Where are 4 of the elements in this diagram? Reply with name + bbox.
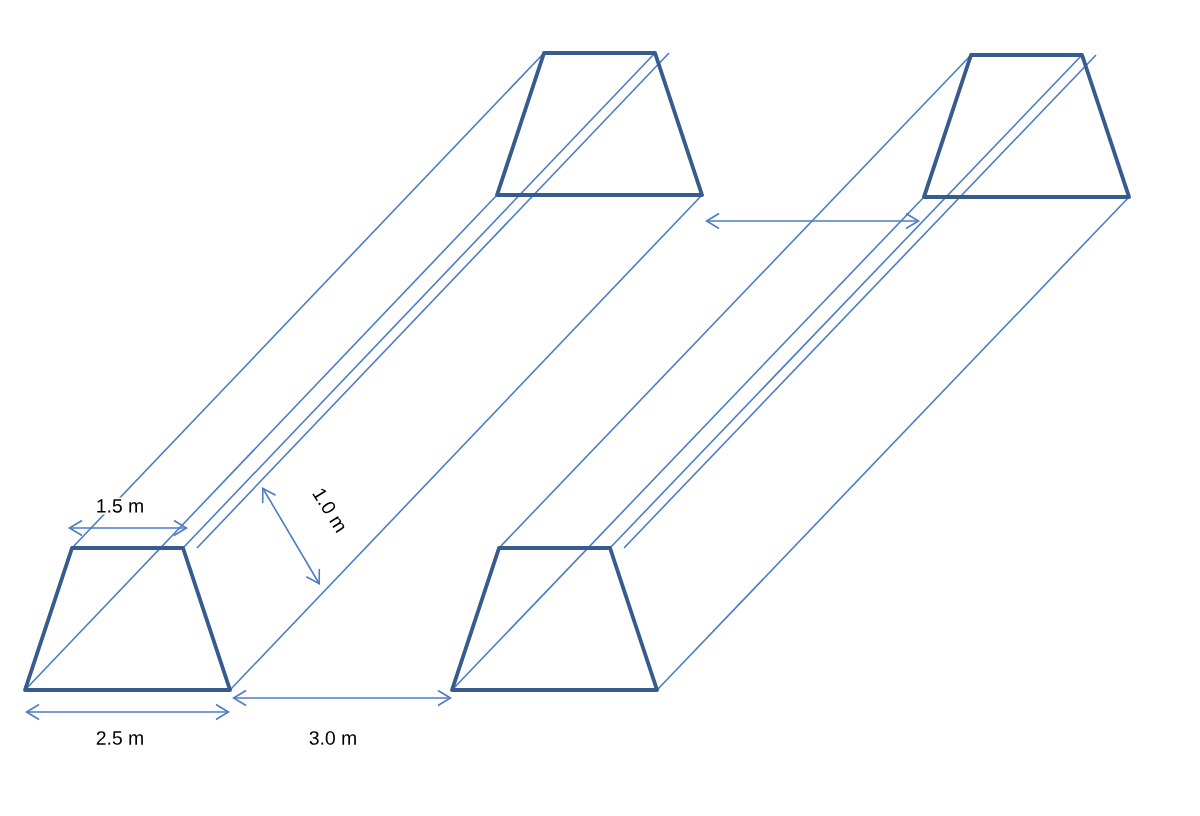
dimension-label: 1.5 m: [94, 497, 146, 515]
dimension-label: 1.0 m: [309, 483, 352, 537]
dimension-label: 2.5 m: [94, 729, 146, 747]
dimension-label: 3.0 m: [307, 729, 359, 747]
